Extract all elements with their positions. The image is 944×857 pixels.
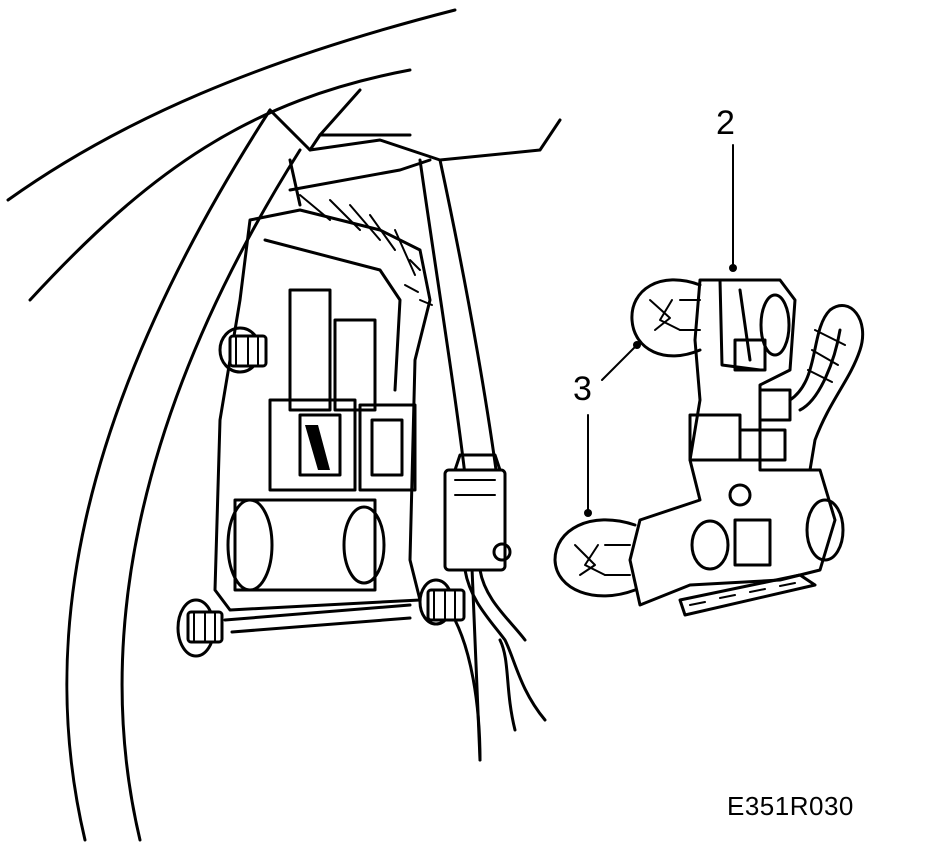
bulb-holder-assembly xyxy=(553,278,865,617)
mounting-nut-3 xyxy=(418,578,466,626)
callout-3-leader-lower xyxy=(584,414,592,517)
mounting-nut-2 xyxy=(176,598,224,658)
wiring-connector xyxy=(443,453,547,762)
callout-label-3: 3 xyxy=(573,370,592,408)
figure-reference-code: E351R030 xyxy=(727,791,854,821)
mounting-nut-1 xyxy=(218,326,268,374)
lamp-housing xyxy=(213,194,433,634)
callout-3-leader-upper xyxy=(601,341,641,381)
callout-2-leader xyxy=(729,144,737,272)
callout-label-2: 2 xyxy=(716,104,735,142)
